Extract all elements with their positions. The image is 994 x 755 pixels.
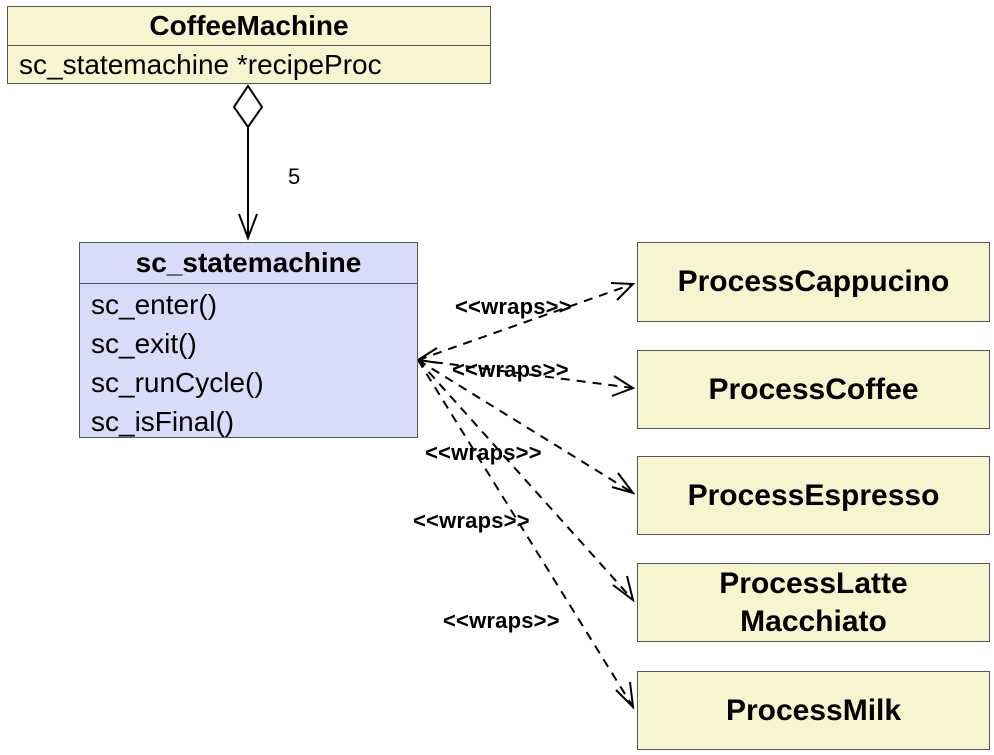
aggregation-diamond [232, 84, 264, 129]
coffee-machine-title: CoffeeMachine [8, 7, 490, 46]
process-milk-label: ProcessMilk [725, 693, 902, 727]
statemachine-title: sc_statemachine [80, 243, 417, 284]
process-latte-label-line2: Macchiato [740, 604, 887, 638]
process-coffee-label: ProcessCoffee [708, 372, 919, 406]
wraps-label-latte: <<wraps>> [413, 508, 530, 533]
operation-sc-exit: sc_exit() [91, 328, 197, 359]
process-latte-label-line1: ProcessLatte [719, 566, 908, 600]
arrowhead-milk [615, 681, 635, 710]
operation-sc-isfinal: sc_isFinal() [91, 406, 235, 437]
wraps-line-coffee [417, 359, 634, 389]
statemachine-class[interactable]: sc_statemachine sc_enter() sc_exit() sc_… [79, 242, 418, 438]
process-espresso-class[interactable]: ProcessEspresso [637, 456, 990, 535]
coffee-machine-class[interactable]: CoffeeMachine sc_statemachine *recipePro… [7, 6, 491, 84]
process-latte-macchiato-class[interactable]: ProcessLatte Macchiato [637, 563, 990, 642]
process-espresso-label: ProcessEspresso [687, 478, 940, 512]
aggregation-arrowhead [238, 213, 258, 241]
process-cappucino-class[interactable]: ProcessCappucino [637, 242, 990, 322]
arrowhead-latte [612, 575, 635, 603]
operation-sc-enter: sc_enter() [91, 289, 218, 320]
coffee-machine-attribute: sc_statemachine *recipeProc [19, 49, 382, 80]
aggregation-multiplicity: 5 [288, 164, 301, 189]
operation-sc-runcycle: sc_runCycle() [91, 367, 264, 398]
arrowhead-coffee [611, 375, 636, 397]
wraps-line-milk [417, 359, 634, 708]
wraps-line-latte [417, 359, 634, 601]
arrowhead-espresso [611, 472, 636, 495]
arrowhead-to-statemachine [415, 347, 440, 364]
wraps-line-cappucino [417, 283, 634, 361]
wraps-label-cappucino: <<wraps>> [455, 294, 572, 319]
process-cappucino-label: ProcessCappucino [677, 265, 950, 298]
wraps-label-espresso: <<wraps>> [425, 440, 542, 465]
process-milk-class[interactable]: ProcessMilk [637, 671, 990, 750]
arrowhead-cappucino [610, 282, 636, 301]
wraps-line-espresso [417, 359, 634, 494]
wraps-label-coffee: <<wraps>> [452, 357, 569, 382]
process-coffee-class[interactable]: ProcessCoffee [637, 350, 990, 429]
wraps-label-milk: <<wraps>> [443, 608, 560, 633]
